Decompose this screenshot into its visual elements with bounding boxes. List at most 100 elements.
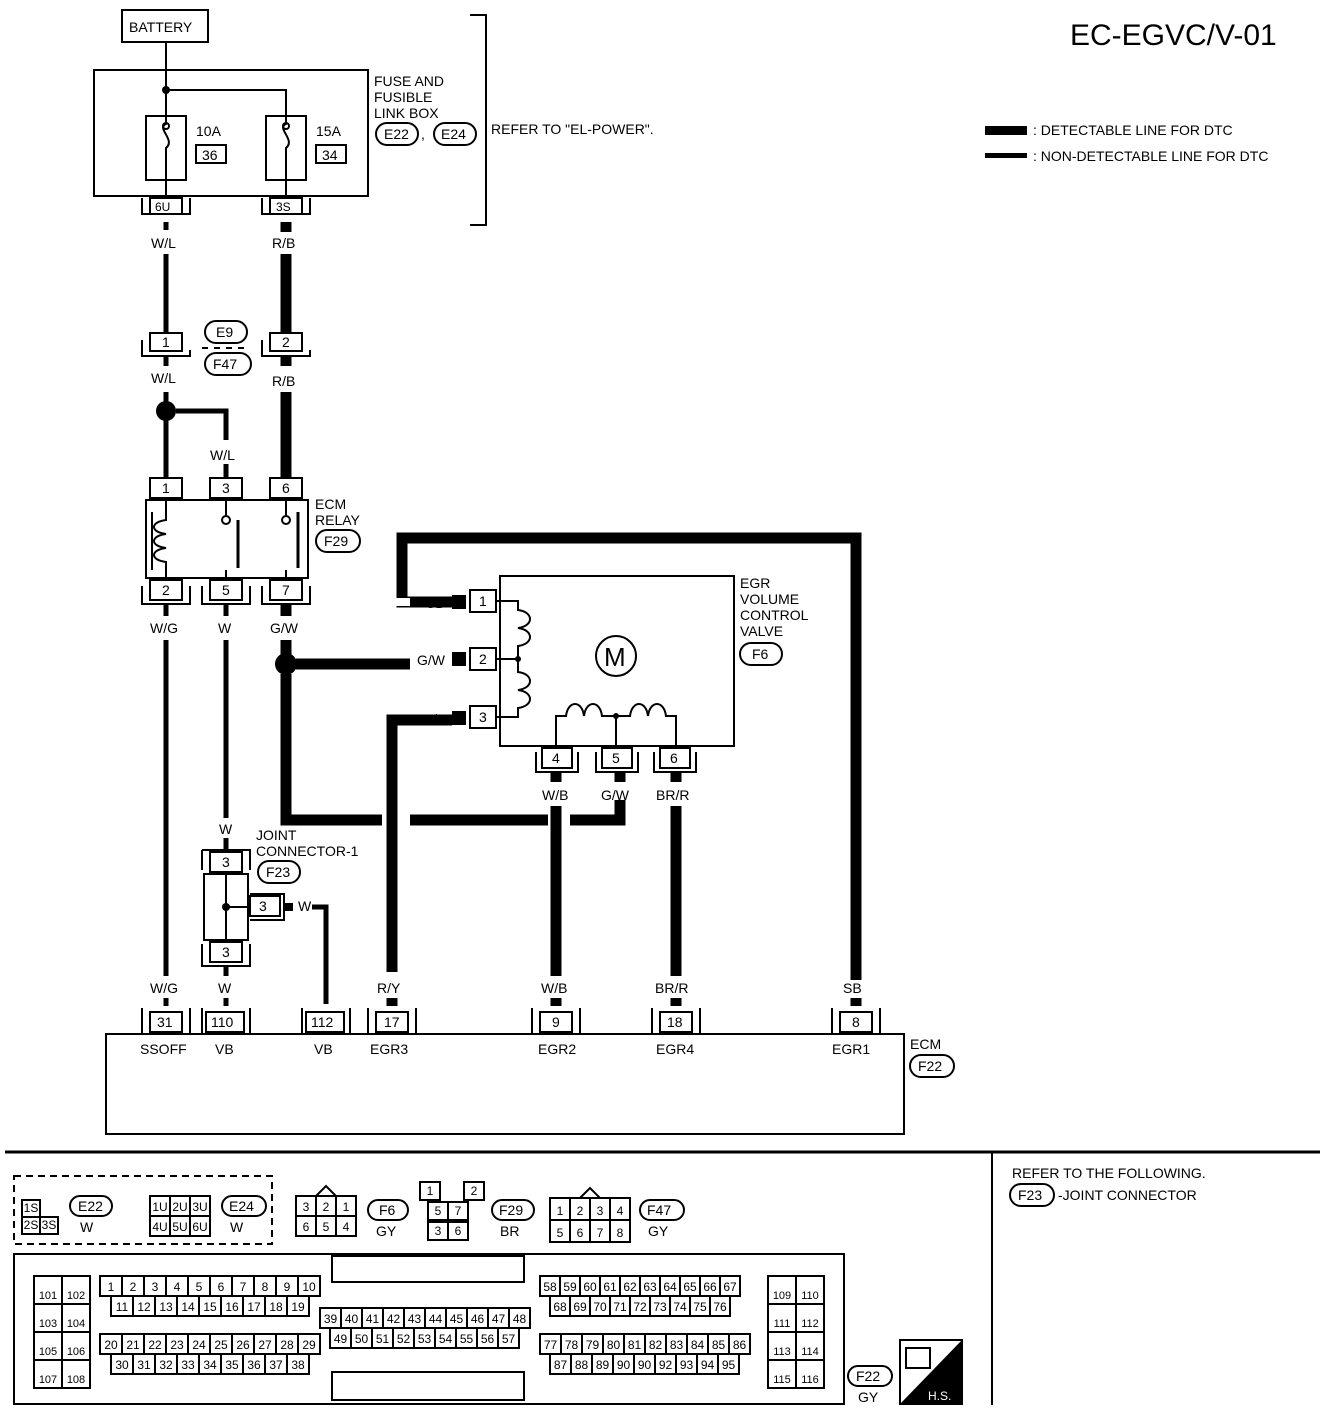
svg-text:110: 110: [801, 1290, 819, 1302]
ecm-connector-pin: 13: [154, 1295, 178, 1317]
ecm-connector-pin: 88: [570, 1353, 593, 1375]
svg-text:5: 5: [557, 1226, 564, 1240]
svg-text:54: 54: [439, 1332, 453, 1346]
svg-text:44: 44: [429, 1312, 443, 1326]
svg-text:37: 37: [269, 1358, 283, 1372]
ecm-wire-wb: W/B: [541, 980, 567, 996]
ecm-connector-pin: 28: [275, 1333, 299, 1355]
legend: : DETECTABLE LINE FOR DTC : NON-DETECTAB…: [985, 122, 1268, 164]
svg-text:109: 109: [773, 1290, 791, 1302]
ecm-connector-pin: 69: [569, 1295, 591, 1317]
svg-text:5: 5: [323, 1220, 330, 1234]
svg-text:3U: 3U: [192, 1200, 207, 1214]
ecm-connector-pin: 114: [795, 1331, 825, 1361]
ecm-connector-pin: 76: [709, 1295, 731, 1317]
svg-text:F23: F23: [1018, 1187, 1042, 1203]
svg-text:GY: GY: [858, 1389, 879, 1405]
ecm-connector-pin: 44: [424, 1307, 447, 1329]
ecm-connector-pin: 36: [242, 1353, 266, 1375]
ecm-terminal-18: 18 EGR4: [651, 1008, 701, 1057]
svg-text:1: 1: [162, 480, 170, 496]
connector-pin: 3: [295, 1195, 317, 1217]
svg-text:64: 64: [663, 1280, 677, 1294]
ecm-connector-pin: 12: [132, 1295, 156, 1317]
svg-text:61: 61: [603, 1280, 617, 1294]
svg-text:90: 90: [638, 1358, 652, 1372]
egr-valve-label-3: CONTROL: [740, 607, 809, 623]
svg-text:11: 11: [116, 1300, 129, 1314]
connector-pin: 4U: [149, 1215, 171, 1237]
svg-text:69: 69: [573, 1300, 587, 1314]
connector-pin: 8: [609, 1219, 631, 1243]
ecm-wire-ry: R/Y: [377, 980, 401, 996]
ecm-relay-label-1: ECM: [315, 496, 346, 512]
ecm-connector-pin: 85: [707, 1333, 730, 1355]
ecm-connector-pin: 95: [717, 1353, 740, 1375]
svg-text:32: 32: [159, 1358, 173, 1372]
svg-text:31: 31: [137, 1358, 151, 1372]
connector-pin: 6: [569, 1219, 591, 1243]
svg-text:62: 62: [623, 1280, 637, 1294]
ecm-connector-pin: 82: [644, 1333, 667, 1355]
ecm-connector-pin: 65: [679, 1275, 701, 1297]
wire-label-gw-2: G/W: [601, 787, 630, 803]
svg-text:15A: 15A: [316, 123, 342, 139]
svg-text:59: 59: [563, 1280, 577, 1294]
svg-text:2: 2: [130, 1280, 137, 1294]
svg-text:7: 7: [282, 582, 290, 598]
svg-text:E24: E24: [229, 1198, 254, 1214]
ecm-connector-pin: 29: [297, 1333, 321, 1355]
svg-text:79: 79: [586, 1338, 600, 1352]
ecm-connector-pin: 15: [198, 1295, 222, 1317]
svg-text:35: 35: [225, 1358, 239, 1372]
svg-text:F29: F29: [324, 533, 348, 549]
connector-pin: 5: [549, 1219, 571, 1243]
ecm-connector-pin: 102: [61, 1275, 91, 1305]
wire-label-wg-1: W/G: [150, 620, 178, 636]
wire-label-w-3: W: [298, 898, 312, 914]
ecm-connector-pin: 89: [591, 1353, 614, 1375]
ecm-connector-pin: 78: [560, 1333, 583, 1355]
refer-following-line1: REFER TO THE FOLLOWING.: [1012, 1165, 1206, 1181]
ecm-connector-pin: 83: [665, 1333, 688, 1355]
svg-text:F47: F47: [647, 1202, 671, 1218]
ecm-terminal-112: 112 VB: [301, 1008, 351, 1057]
ecm-connector-pin: 55: [455, 1327, 478, 1349]
ecm-connector-pin: 8: [253, 1275, 277, 1297]
svg-text:43: 43: [408, 1312, 422, 1326]
connector-pin: 5: [315, 1215, 337, 1237]
connector-pin: 2: [569, 1197, 591, 1221]
svg-text:65: 65: [683, 1280, 697, 1294]
svg-text:92: 92: [659, 1358, 673, 1372]
svg-text:6: 6: [282, 480, 290, 496]
ecm-connector-pin: 66: [699, 1275, 721, 1297]
svg-text:F6: F6: [752, 646, 769, 662]
svg-text:26: 26: [236, 1338, 250, 1352]
svg-text:10A: 10A: [196, 123, 222, 139]
ecm-connector-pin: 108: [61, 1359, 91, 1389]
svg-text:1: 1: [162, 334, 170, 350]
svg-text:1S: 1S: [24, 1201, 39, 1215]
wire-label-rb-2: R/B: [272, 373, 295, 389]
connector-pin: 5U: [169, 1215, 191, 1237]
svg-text:1U: 1U: [152, 1200, 167, 1214]
svg-text:71: 71: [613, 1300, 627, 1314]
ecm-terminal-31: 31 SSOFF: [140, 1008, 191, 1057]
ecm-connector-pin: 90: [633, 1353, 656, 1375]
svg-text:6: 6: [577, 1226, 584, 1240]
ecm-connector-pin: 48: [508, 1307, 531, 1329]
svg-text:39: 39: [324, 1312, 338, 1326]
svg-text:48: 48: [513, 1312, 527, 1326]
ecm-connector-pin: 84: [686, 1333, 709, 1355]
svg-text:95: 95: [722, 1358, 736, 1372]
svg-text:24: 24: [192, 1338, 206, 1352]
valve-bottom-pins: 4 5 6: [535, 747, 697, 773]
ecm-wire-wg: W/G: [150, 980, 178, 996]
svg-text:2U: 2U: [172, 1200, 187, 1214]
splice-point-gw: [275, 653, 297, 675]
svg-text:F23: F23: [266, 864, 290, 880]
svg-text:86: 86: [733, 1338, 747, 1352]
svg-text:41: 41: [366, 1312, 380, 1326]
